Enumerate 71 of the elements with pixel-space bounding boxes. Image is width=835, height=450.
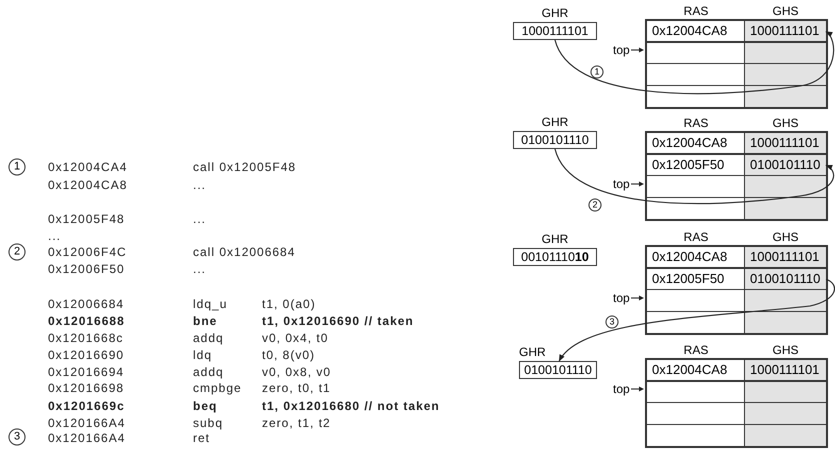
register-box: 0010111010 (513, 248, 597, 266)
column-header: RAS (684, 5, 708, 17)
history-cell: 1000111101 (745, 21, 826, 42)
register-label: GHR (519, 345, 546, 359)
column-header: GHS (772, 5, 798, 17)
code-mnemonic: ... (193, 263, 206, 275)
code-mnemonic: beq (193, 400, 218, 412)
register-box: 0100101110 (513, 131, 597, 149)
code-address: 0x12016690 (48, 349, 124, 361)
pointer-label: top (613, 383, 630, 396)
column-header: RAS (684, 344, 708, 356)
code-mnemonic: ret (193, 432, 210, 444)
code-operands: v0, 0x4, t0 (262, 332, 328, 344)
step-number: 2 (588, 198, 602, 212)
history-cell: 1000111101 (745, 247, 826, 268)
code-operands: t1, 0x12016680 // not taken (262, 400, 440, 412)
code-operands: t1, 0x12016690 // taken (262, 315, 414, 327)
register-label: GHR (542, 232, 568, 246)
code-mnemonic: ... (193, 179, 206, 191)
curved-arrow (554, 148, 834, 204)
column-header: GHS (772, 117, 798, 129)
history-cell: 1000111101 (745, 133, 826, 154)
code-address: 0x120166A4 (48, 417, 126, 429)
code-operands: t0, 8(v0) (262, 349, 316, 361)
code-mnemonic: addq (193, 366, 224, 378)
code-mnemonic: call 0x12006684 (193, 246, 296, 258)
column-header: GHS (772, 231, 798, 243)
code-address: 0x12005F48 (48, 213, 125, 225)
step-number: 1 (590, 66, 604, 78)
code-mnemonic: addq (193, 332, 224, 344)
code-address: 0x12016694 (48, 366, 124, 378)
code-mnemonic: cmpbge (193, 382, 242, 394)
pointer-label: top (613, 178, 630, 190)
step-number: 3 (8, 428, 26, 446)
code-address: 0x1201669c (48, 400, 125, 412)
register-box: 0100101110 (519, 361, 597, 379)
register-label: GHR (542, 6, 568, 20)
column-header: RAS (684, 231, 708, 243)
code-operands: zero, t0, t1 (262, 382, 331, 394)
history-cell: 0100101110 (745, 154, 826, 176)
column-header: GHS (772, 344, 798, 356)
code-address: 0x12004CA4 (48, 161, 128, 173)
code-mnemonic: ldq_u (193, 298, 228, 310)
code-mnemonic: ldq (193, 349, 212, 361)
history-cell: 0100101110 (745, 268, 826, 290)
register-label: GHR (542, 115, 568, 129)
step-number: 1 (8, 158, 26, 176)
code-mnemonic: ... (193, 213, 206, 225)
code-operands: t1, 0(a0) (262, 298, 316, 310)
register-box: 1000111101 (513, 22, 597, 40)
pointer-label: top (613, 44, 630, 56)
code-address: 0x12004CA8 (48, 179, 128, 191)
code-mnemonic: subq (193, 417, 224, 429)
step-number: 2 (8, 244, 26, 260)
pointer-label: top (613, 292, 630, 304)
curved-arrow (554, 31, 834, 94)
code-mnemonic: call 0x12005F48 (193, 161, 296, 173)
code-address: 0x12016698 (48, 382, 124, 394)
code-address: 0x12006F4C (48, 246, 127, 258)
code-mnemonic: bne (193, 315, 218, 327)
column-header: RAS (684, 117, 708, 129)
code-address: 0x1201668c (48, 332, 124, 344)
code-address: 0x120166A4 (48, 432, 126, 444)
step-number: 3 (606, 316, 618, 328)
code-operands: v0, 0x8, v0 (262, 366, 332, 378)
code-address: 0x12006F50 (48, 263, 125, 275)
code-address: ... (48, 230, 62, 242)
code-address: 0x12016688 (48, 315, 125, 327)
history-cell: 1000111101 (745, 360, 826, 382)
code-operands: zero, t1, t2 (262, 417, 331, 429)
code-address: 0x12006684 (48, 298, 124, 310)
